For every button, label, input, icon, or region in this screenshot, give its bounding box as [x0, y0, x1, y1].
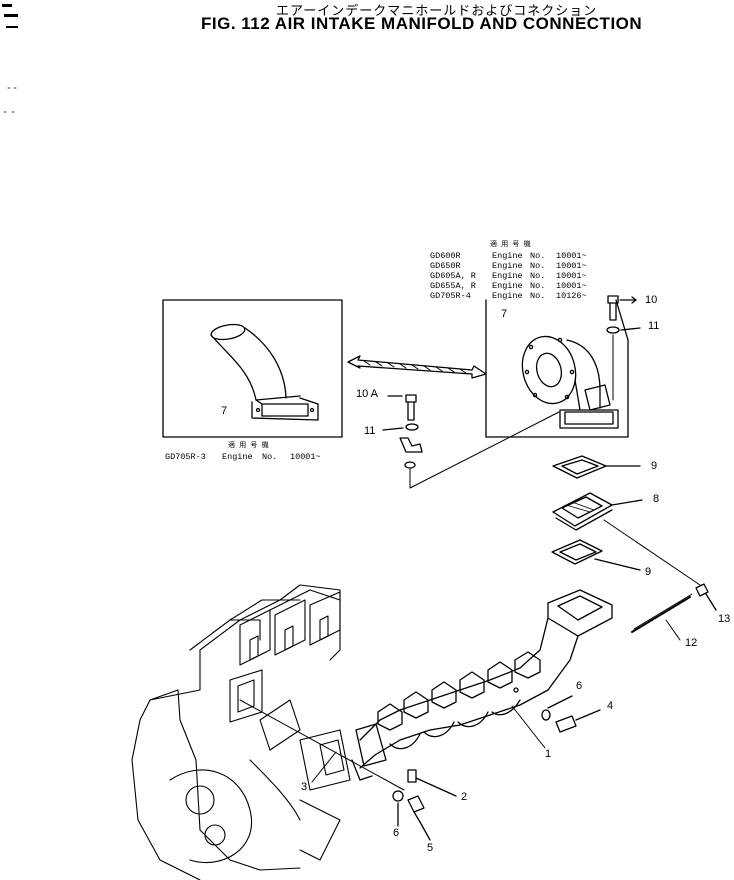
serial-row-3-no: No. — [530, 271, 546, 281]
callout-10a: 10 A — [356, 388, 379, 400]
scan-speck — [2, 4, 12, 7]
serial-row-3-model: GD605A, R — [430, 271, 476, 281]
callout-7-left: 7 — [221, 405, 228, 417]
serial-row-3-label: Engine — [492, 271, 523, 281]
callout-5: 5 — [427, 842, 434, 854]
nut-13 — [695, 583, 717, 611]
left-serial-model: GD705R-3 — [165, 452, 206, 462]
washer-6-right — [541, 695, 573, 721]
serial-row-2-model: GD650R — [430, 261, 461, 271]
callout-13: 13 — [718, 613, 731, 625]
bolt-10 — [607, 295, 637, 321]
left-serial-no: No. — [262, 452, 278, 462]
connector-8 — [552, 492, 643, 531]
bolt-10a — [382, 394, 423, 469]
serial-row-4-no: No. — [530, 281, 546, 291]
serial-row-5-label: Engine — [492, 291, 523, 301]
callout-7-right: 7 — [501, 308, 508, 320]
serial-row-1-serial: 10001~ — [556, 251, 587, 261]
callout-2: 2 — [461, 791, 468, 803]
bolt-4 — [555, 709, 601, 733]
serial-row-5-no: No. — [530, 291, 546, 301]
left-serial-label: Engine — [222, 452, 253, 462]
callout-4: 4 — [607, 700, 614, 712]
serial-row-2-serial: 10001~ — [556, 261, 587, 271]
callout-6-right: 6 — [576, 680, 583, 692]
callout-9-top: 9 — [651, 460, 658, 472]
right-detail-frame — [485, 299, 629, 438]
serial-row-2-no: No. — [530, 261, 546, 271]
gasket-9-bottom — [551, 539, 641, 571]
left-detail-frame — [162, 299, 343, 438]
left-elbow-pipe — [210, 323, 319, 421]
washer-6-bottom — [392, 790, 404, 827]
figure-title: FIG. 112 AIR INTAKE MANIFOLD AND CONNECT… — [201, 14, 643, 33]
serial-row-1-label: Engine — [492, 251, 523, 261]
serial-row-2-label: Engine — [492, 261, 523, 271]
callout-11-right: 11 — [648, 320, 660, 332]
serial-row-4-serial: 10001~ — [556, 281, 587, 291]
serial-row-5-model: GD705R-4 — [430, 291, 471, 301]
washer-11-right — [606, 326, 641, 401]
right-box-header: 適 用 号 機 — [490, 241, 531, 249]
scan-speck — [4, 14, 18, 17]
callout-10: 10 — [645, 294, 658, 306]
callout-12: 12 — [685, 637, 698, 649]
serial-row-4-model: GD655A, R — [430, 281, 476, 291]
leader-line-13 — [603, 519, 701, 586]
serial-row-4-label: Engine — [492, 281, 523, 291]
serial-row-3-serial: 10001~ — [556, 271, 587, 281]
rod-12 — [631, 593, 693, 641]
scan-speck — [6, 26, 18, 28]
callout-9-bottom: 9 — [645, 566, 652, 578]
left-box-header: 適 用 号 機 — [228, 442, 269, 450]
bolt-5 — [407, 795, 431, 841]
callout-8: 8 — [653, 493, 660, 505]
leader-line-1 — [511, 705, 546, 749]
serial-row-1-no: No. — [530, 251, 546, 261]
right-elbow — [521, 335, 619, 429]
title-japanese: エアーインデークマニホールドおよびコネクション — [276, 3, 598, 18]
callout-3: 3 — [301, 781, 308, 793]
gasket-9-top — [552, 455, 641, 479]
callout-11-left: 11 — [364, 425, 376, 437]
engine-block — [131, 584, 351, 880]
callout-1: 1 — [545, 748, 552, 760]
serial-row-5-serial: 10126~ — [556, 291, 587, 301]
plug-2 — [407, 769, 457, 797]
double-arrow — [347, 355, 487, 379]
scan-noise — [3, 87, 17, 113]
intake-manifold — [351, 589, 613, 781]
left-serial-serial: 10001~ — [290, 452, 321, 462]
callout-6-bottom: 6 — [393, 827, 400, 839]
serial-row-1-model: GD600R — [430, 251, 461, 261]
leader-line — [409, 411, 560, 489]
